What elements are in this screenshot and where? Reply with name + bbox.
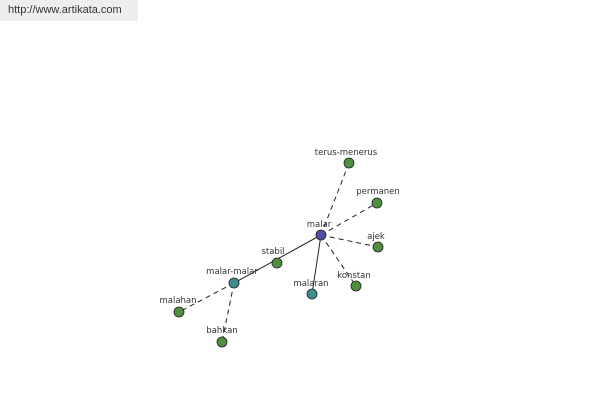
edge-malar-terus-menerus <box>320 162 350 236</box>
node-ajek[interactable] <box>372 241 384 253</box>
node-malaran[interactable] <box>306 288 318 300</box>
node-permanen[interactable] <box>371 197 383 209</box>
node-terus-menerus[interactable] <box>343 157 355 169</box>
edge-malar-ajek <box>320 234 379 248</box>
node-konstan[interactable] <box>350 280 362 292</box>
node-malar-malar[interactable] <box>228 277 240 289</box>
edge-malar-malar-malahan <box>178 282 235 313</box>
node-stabil[interactable] <box>271 257 283 269</box>
label-permanen[interactable]: permanen <box>356 187 399 197</box>
label-malaran[interactable]: malaran <box>293 279 328 289</box>
label-ajek[interactable]: ajek <box>367 232 385 242</box>
label-stabil[interactable]: stabil <box>261 247 284 257</box>
label-terus-menerus[interactable]: terus-menerus <box>315 148 378 158</box>
node-malar[interactable] <box>315 229 327 241</box>
label-bahkan[interactable]: bahkan <box>206 326 237 336</box>
label-malar[interactable]: malar <box>307 220 332 230</box>
node-bahkan[interactable] <box>216 336 228 348</box>
label-malar-malar[interactable]: malar-malar <box>206 267 258 277</box>
edge-malar-konstan <box>320 234 357 287</box>
label-malahan[interactable]: malahan <box>159 296 196 306</box>
graph-nodes <box>173 157 384 348</box>
label-konstan[interactable]: konstan <box>337 271 371 281</box>
edge-malar-permanen <box>320 202 378 236</box>
source-url[interactable]: http://www.artikata.com <box>0 0 138 21</box>
edge-malar-malar-bahkan <box>221 282 235 343</box>
graph-labels: malar terus-menerus permanen ajek konstan mal… <box>159 148 399 336</box>
edge-malar-malaran <box>311 234 322 295</box>
node-malahan[interactable] <box>173 306 185 318</box>
